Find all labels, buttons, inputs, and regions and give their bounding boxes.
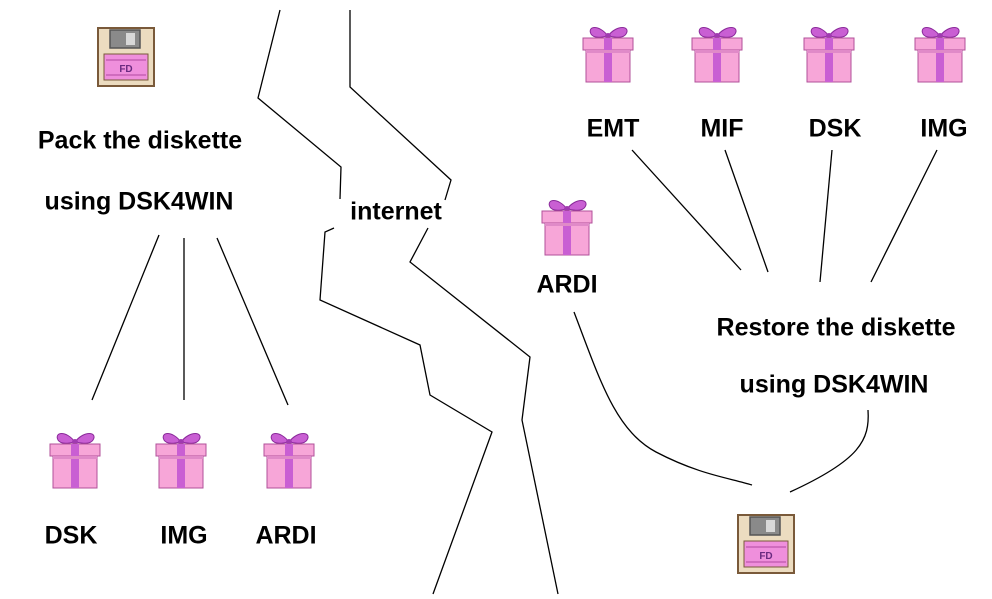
- gift-icon-right-ardi: [536, 195, 598, 262]
- gift-icon-left-ardi: [258, 428, 320, 495]
- internet-label: internet: [350, 197, 442, 226]
- gift-icon-left-img: [150, 428, 212, 495]
- floppy-disk-icon: FD: [97, 27, 155, 87]
- left-format-ardi: ARDI: [255, 521, 317, 550]
- left-format-img: IMG: [160, 521, 208, 550]
- internet-boundary-right: [349, 10, 559, 595]
- right-format-img: IMG: [920, 114, 968, 143]
- link-pack-to-dsk: [91, 234, 160, 401]
- right-format-emt: EMT: [586, 114, 640, 143]
- gift-icon-right-mif: [686, 22, 748, 89]
- link-restore-to-floppy: [789, 409, 869, 493]
- link-pack-to-ardi: [216, 237, 289, 406]
- right-format-mif: MIF: [700, 114, 744, 143]
- internet-boundary-left: [257, 9, 493, 595]
- restore-diskette-subtitle: using DSK4WIN: [739, 370, 929, 399]
- gift-icon-left-dsk: [44, 428, 106, 495]
- floppy-label-text: FD: [759, 551, 772, 562]
- right-format-dsk: DSK: [808, 114, 862, 143]
- gift-icon-right-img: [909, 22, 971, 89]
- link-ardi-to-floppy: [573, 311, 753, 486]
- restore-diskette-label: Restore the diskette: [716, 313, 956, 342]
- gift-icon-right-dsk: [798, 22, 860, 89]
- floppy-disk-icon: FD: [737, 514, 795, 574]
- link-emt-to-restore: [631, 149, 742, 271]
- link-mif-to-restore: [724, 149, 769, 273]
- link-img-to-restore: [870, 149, 938, 283]
- pack-diskette-label: Pack the diskette: [37, 126, 243, 155]
- link-dsk-to-restore: [819, 149, 833, 283]
- pack-diskette-subtitle: using DSK4WIN: [44, 187, 234, 216]
- gift-icon-right-emt: [577, 22, 639, 89]
- right-format-ardi: ARDI: [536, 270, 598, 299]
- floppy-label-text: FD: [119, 64, 132, 75]
- left-format-dsk: DSK: [44, 521, 98, 550]
